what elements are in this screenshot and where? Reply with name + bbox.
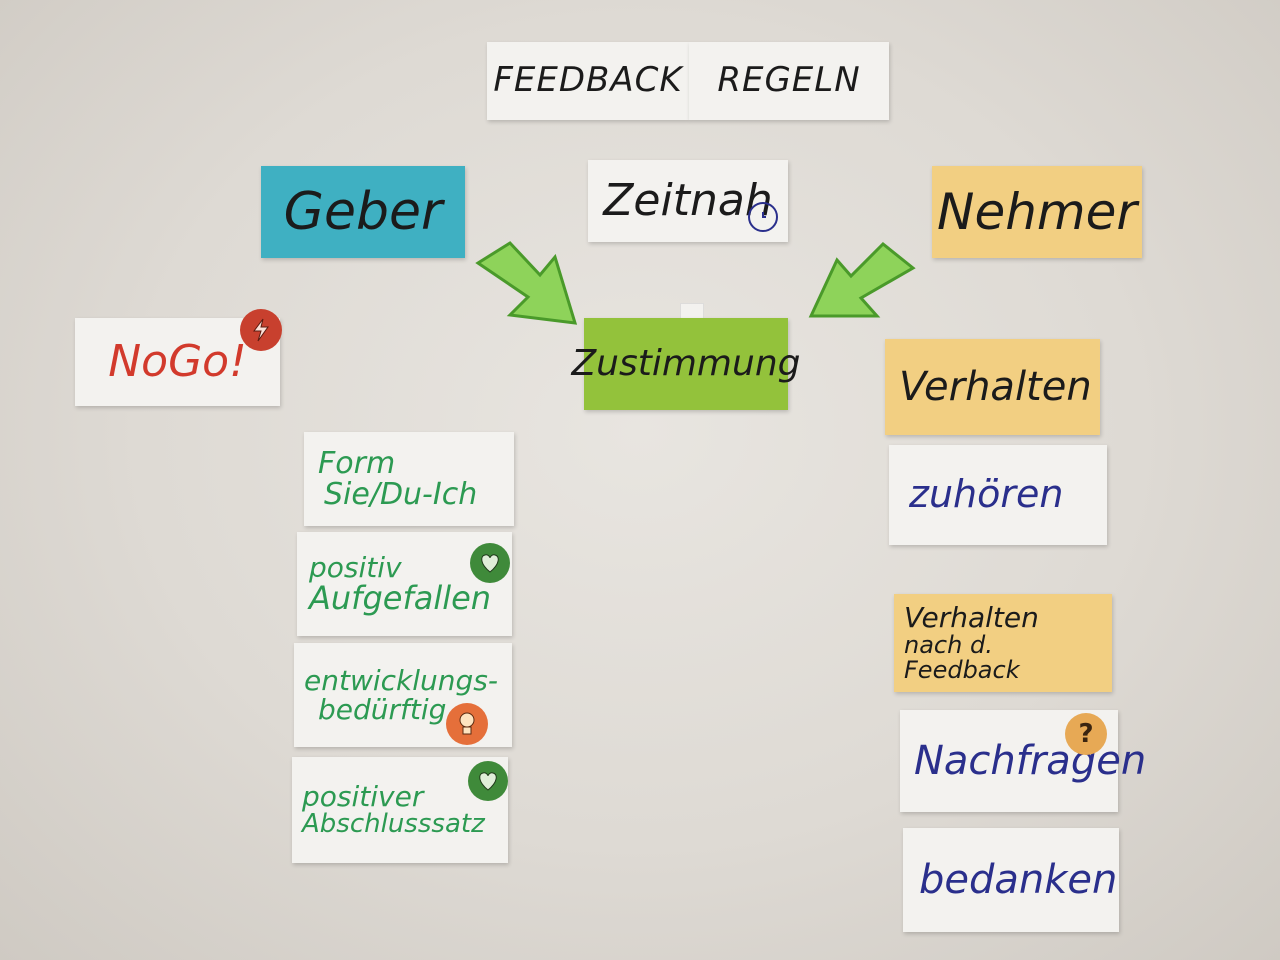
title-card-right: REGELN: [689, 42, 889, 120]
geber-form-line2: Sie/Du-Ich: [324, 477, 478, 512]
geber-abschluss-line2: Abschlusssatz: [302, 809, 485, 840]
nehmer-card-nachfragen: Nachfragen: [900, 710, 1147, 812]
geber-positiv-line1: positiv: [309, 550, 402, 584]
question-mark-glyph: ?: [1078, 719, 1094, 749]
geber-card: Geber: [261, 166, 465, 258]
geber-entwicklung-line1: entwicklungs-: [304, 663, 498, 697]
zustimmung-label: Zustimmung: [571, 343, 801, 385]
geber-entwicklung-line2: bedürftig: [318, 693, 447, 726]
geber-card-form: Form Sie/Du-Ich: [304, 432, 514, 526]
nogo-card: NoGo!: [75, 318, 280, 406]
nehmer-card: Nehmer: [932, 166, 1142, 258]
nehmer-nachfragen-label: Nachfragen: [914, 738, 1147, 784]
title-left-text: FEEDBACK: [493, 60, 683, 101]
nehmer-zuhoeren-label: zuhören: [909, 472, 1064, 517]
geber-form-line1: Form: [318, 445, 396, 481]
clock-icon: [748, 202, 778, 232]
geber-positiv-line2: Aufgefallen: [309, 578, 492, 617]
nehmer-card-zuhoeren: zuhören: [889, 445, 1107, 545]
geber-label: Geber: [283, 181, 443, 242]
lightbulb-sticker-icon: [446, 703, 488, 745]
zeitnah-label: Zeitnah: [603, 174, 773, 226]
nogo-label: NoGo!: [108, 335, 247, 387]
title-right-text: REGELN: [717, 60, 861, 101]
nehmer-verhalten-label: Verhalten: [899, 364, 1092, 410]
geber-card-entwicklung: entwicklungs- bedürftig: [294, 643, 512, 747]
heart-sticker-icon: [470, 543, 510, 583]
nehmer-label: Nehmer: [937, 182, 1137, 241]
nehmer-verhalten-nach-line2: nach d. Feedback: [904, 630, 1020, 684]
nehmer-bedanken-label: bedanken: [919, 857, 1118, 903]
geber-abschluss-line1: positiver: [302, 779, 424, 813]
nehmer-card-verhalten-nach: Verhalten nach d. Feedback: [894, 594, 1112, 692]
title-card-left: FEEDBACK: [487, 42, 689, 120]
nehmer-card-verhalten: Verhalten: [885, 339, 1100, 435]
zustimmung-card: Zustimmung: [572, 318, 801, 410]
nehmer-card-bedanken: bedanken: [903, 828, 1119, 932]
arrow-right-icon: [808, 241, 916, 318]
question-sticker-icon: ?: [1065, 713, 1107, 755]
zeitnah-card: Zeitnah: [588, 160, 788, 242]
heart-sticker-icon: [468, 761, 508, 801]
arrow-left-icon: [475, 241, 578, 325]
lightning-sticker-icon: [240, 309, 282, 351]
nehmer-verhalten-nach-line1: Verhalten: [904, 601, 1039, 635]
